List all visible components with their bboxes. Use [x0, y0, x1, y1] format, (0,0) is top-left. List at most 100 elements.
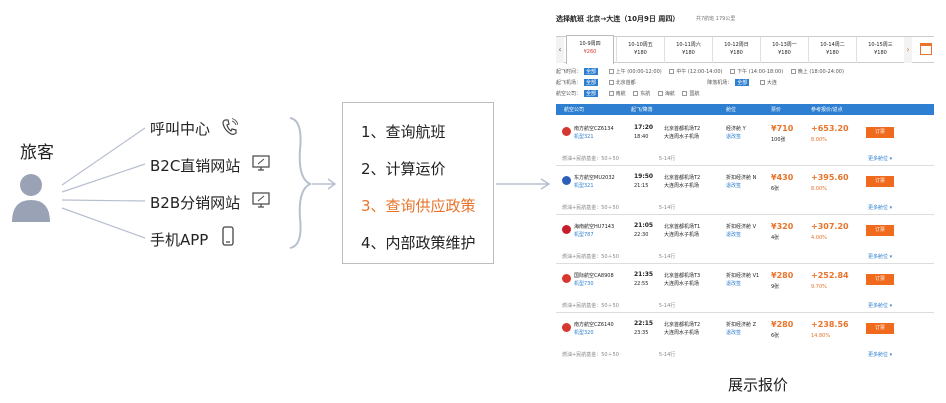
seats-remaining: 6张: [771, 185, 780, 192]
airline-logo-icon: [562, 274, 571, 283]
date-tab[interactable]: 10-10周五¥180: [616, 37, 664, 63]
arrival-airport: 大连周水子机场: [664, 183, 700, 189]
aircraft-model[interactable]: 机型321: [574, 183, 594, 189]
cabin-class: 折扣经济舱 V1: [726, 273, 760, 279]
column-header[interactable]: 参考报价/返点: [811, 107, 843, 113]
traveler-label: 旅客: [20, 143, 54, 163]
departure-airport: 北京首都机场T2: [664, 175, 701, 181]
departure-airport: 北京首都机场T2: [664, 126, 701, 132]
quote-screenshot: 选择航班 北京→大连（10月9日 周四） 共7航班 179公里 ‹ 10-9周四…: [556, 8, 934, 360]
departure-time: 22:15: [634, 320, 654, 327]
book-button[interactable]: 订票: [866, 274, 894, 285]
more-cabins-link[interactable]: 更多舱位 ▾: [868, 352, 893, 358]
column-header[interactable]: 航空公司: [564, 107, 585, 113]
filter-option: 大连: [766, 80, 777, 86]
aircraft-model[interactable]: 机型320: [574, 330, 594, 336]
date-tab[interactable]: 10-11周六¥180: [664, 37, 712, 63]
traveler-avatar-icon: [12, 174, 50, 222]
filter-all-tag[interactable]: 全部: [735, 79, 750, 86]
reference-quote: +238.56: [811, 320, 849, 329]
rebate-percent: 4.00%: [811, 234, 827, 241]
search-title: 选择航班 北京→大连（10月9日 周四）: [556, 15, 680, 23]
filter-all-tag[interactable]: 全部: [584, 68, 599, 75]
airline-name: 东方航空MU2032: [574, 175, 615, 181]
more-cabins-link[interactable]: 更多舱位 ▾: [868, 303, 893, 309]
checkbox[interactable]: [608, 91, 614, 96]
arrival-airport: 大连周水子机场: [664, 134, 700, 140]
date-tab[interactable]: 10-9周四¥260: [566, 35, 614, 64]
flight-table-header: 航空公司 起飞/降落 舱位 票价 参考报价/返点: [556, 104, 934, 115]
departure-time: 21:35: [634, 271, 654, 278]
rebate-percent: 8.00%: [811, 136, 827, 143]
refund-change-link[interactable]: 退改签: [726, 134, 742, 140]
seats-remaining: 9张: [771, 283, 780, 290]
calendar-icon[interactable]: [920, 43, 932, 55]
book-button[interactable]: 订票: [866, 323, 894, 334]
date-price: ¥260: [583, 48, 597, 55]
refund-change-link[interactable]: 退改签: [726, 330, 742, 336]
column-header[interactable]: 舱位: [726, 107, 737, 113]
monitor-icon: [252, 155, 270, 171]
seats-remaining: 6张: [771, 332, 780, 339]
aircraft-model[interactable]: 机型321: [574, 134, 594, 140]
aircraft-model[interactable]: 机型787: [574, 232, 594, 238]
more-cabins-label: 更多舱位: [868, 254, 889, 260]
departure-time: 19:50: [634, 173, 654, 180]
checkbox[interactable]: [608, 80, 614, 85]
checkbox[interactable]: [657, 91, 663, 96]
column-header[interactable]: 起飞/降落: [631, 107, 653, 113]
date-price: ¥180: [634, 49, 647, 56]
date-label: 10-14周二: [820, 42, 845, 48]
date-tab[interactable]: 10-15周三¥180: [856, 37, 904, 63]
airline-name: 南方航空CZ6140: [574, 322, 614, 328]
filter-all-tag[interactable]: 全部: [584, 90, 599, 97]
checkbox[interactable]: [730, 69, 736, 74]
more-cabins-link[interactable]: 更多舱位 ▾: [868, 254, 893, 260]
date-label: 10-11周六: [676, 42, 701, 48]
date-tab[interactable]: 10-13周一¥180: [760, 37, 808, 63]
checkbox[interactable]: [682, 91, 688, 96]
tax-note-extra: 5-14行: [658, 254, 676, 260]
checkbox[interactable]: [759, 80, 765, 85]
arrival-time: 22:30: [634, 231, 649, 238]
refund-change-link[interactable]: 退改签: [726, 232, 742, 238]
column-header[interactable]: 票价: [771, 107, 782, 113]
checkbox[interactable]: [633, 91, 639, 96]
cabin-class: 折扣经济舱 Z: [726, 322, 757, 328]
phone-icon: [222, 118, 238, 135]
book-button[interactable]: 订票: [866, 176, 894, 187]
more-cabins-link[interactable]: 更多舱位 ▾: [868, 156, 893, 162]
arrow-to-screenshot: [496, 178, 551, 190]
filter-option: 北京首都: [615, 80, 636, 86]
ticket-price: ¥710: [771, 124, 794, 133]
aircraft-model[interactable]: 机型730: [574, 281, 594, 287]
checkbox[interactable]: [669, 69, 675, 74]
book-button[interactable]: 订票: [866, 127, 894, 138]
checkbox[interactable]: [608, 69, 614, 74]
refund-change-link[interactable]: 退改签: [726, 183, 742, 189]
step-query-flights: 1、查询航班: [361, 123, 446, 141]
date-label: 10-10周五: [628, 42, 653, 48]
checkbox[interactable]: [790, 69, 796, 74]
date-label: 10-12周日: [724, 42, 749, 48]
reference-quote: +395.60: [811, 173, 849, 182]
filter-all-tag[interactable]: 全部: [584, 79, 599, 86]
date-tab[interactable]: 10-14周二¥180: [808, 37, 856, 63]
prev-date-button[interactable]: ‹: [556, 37, 564, 63]
date-tab[interactable]: 10-12周日¥180: [712, 37, 760, 63]
next-date-button[interactable]: ›: [904, 37, 912, 63]
filter-option: 海航: [664, 91, 675, 97]
more-cabins-label: 更多舱位: [868, 156, 889, 162]
refund-change-link[interactable]: 退改签: [726, 281, 742, 287]
filter-label: 航空公司：: [556, 91, 582, 97]
tax-note-text: 燃油+民航基金：50＋50: [562, 352, 619, 358]
ticket-price: ¥430: [771, 173, 794, 182]
more-cabins-link[interactable]: 更多舱位 ▾: [868, 205, 893, 211]
tax-note-text: 燃油+民航基金：50＋50: [562, 303, 619, 309]
book-button[interactable]: 订票: [866, 225, 894, 236]
